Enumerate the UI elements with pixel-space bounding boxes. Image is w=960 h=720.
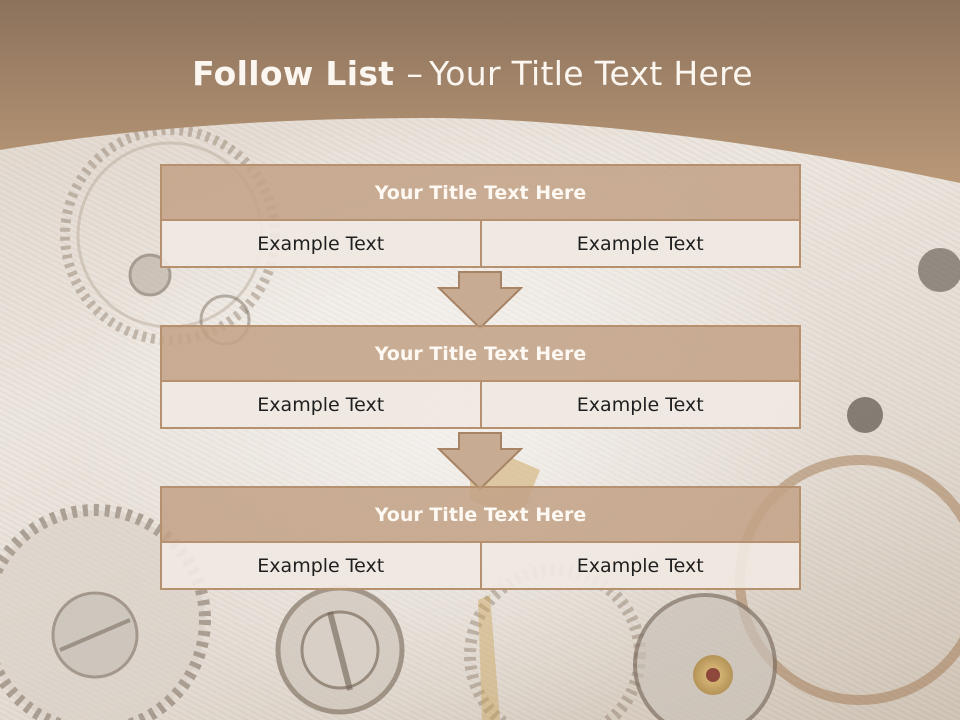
title-bold: Follow List bbox=[192, 54, 395, 93]
list-block-3: Your Title Text Here Example Text Exampl… bbox=[160, 486, 801, 590]
list-block-2: Your Title Text Here Example Text Exampl… bbox=[160, 325, 801, 429]
title-dash: – bbox=[406, 54, 424, 93]
block-title: Your Title Text Here bbox=[162, 166, 799, 221]
block-cell-left: Example Text bbox=[162, 382, 480, 427]
down-arrow-icon bbox=[437, 271, 523, 330]
block-row: Example Text Example Text bbox=[162, 382, 799, 427]
block-title: Your Title Text Here bbox=[162, 327, 799, 382]
down-arrow-icon bbox=[437, 432, 523, 491]
block-row: Example Text Example Text bbox=[162, 543, 799, 588]
block-row: Example Text Example Text bbox=[162, 221, 799, 266]
block-cell-left: Example Text bbox=[162, 543, 480, 588]
block-cell-right: Example Text bbox=[479, 382, 799, 427]
block-cell-right: Example Text bbox=[479, 221, 799, 266]
block-cell-left: Example Text bbox=[162, 221, 480, 266]
list-block-1: Your Title Text Here Example Text Exampl… bbox=[160, 164, 801, 268]
block-cell-right: Example Text bbox=[479, 543, 799, 588]
block-title: Your Title Text Here bbox=[162, 488, 799, 543]
header-band bbox=[0, 0, 960, 183]
slide-title: Follow List–Your Title Text Here bbox=[0, 54, 945, 93]
title-rest: Your Title Text Here bbox=[429, 54, 753, 93]
